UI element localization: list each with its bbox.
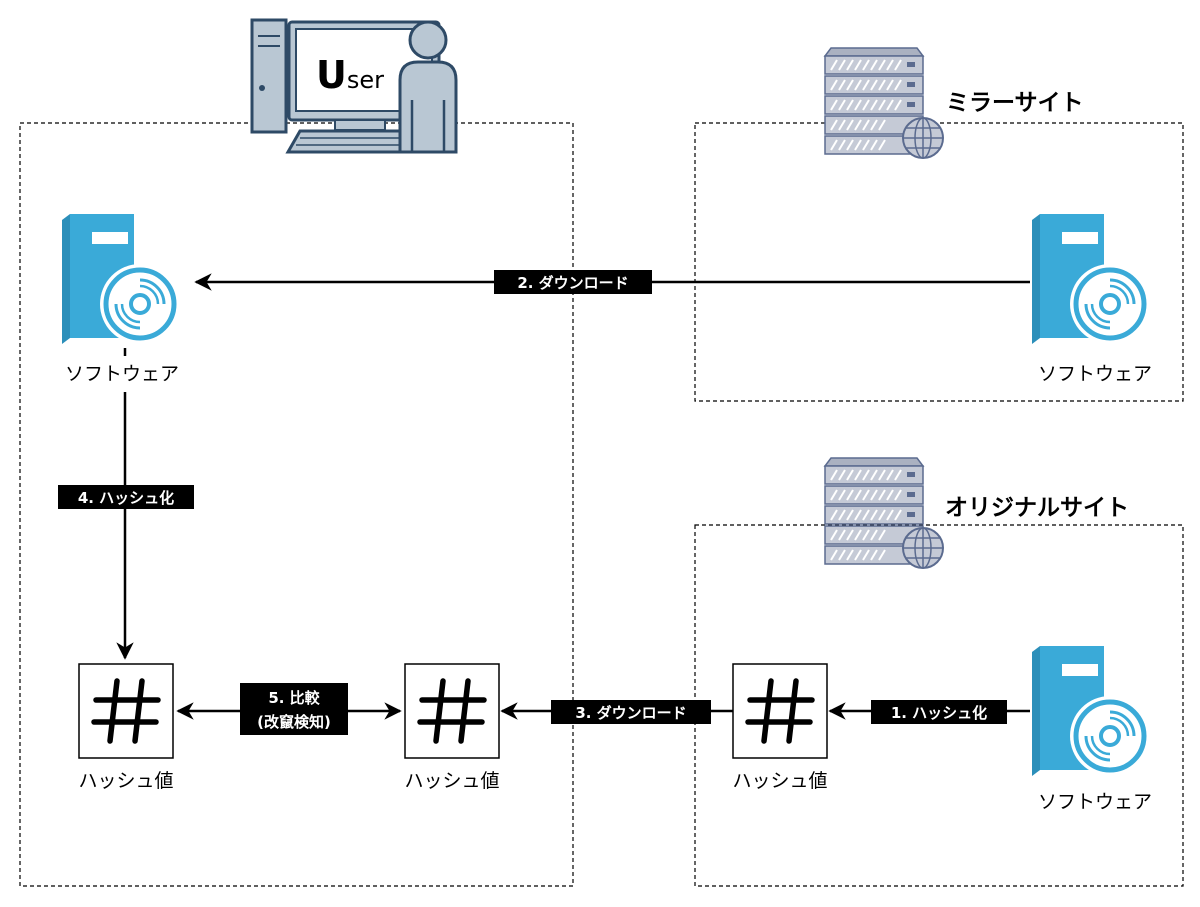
edge-label-step4: 4. ハッシュ化	[78, 489, 174, 507]
user-initial: U	[316, 53, 347, 97]
user-hash-label: ハッシュ値	[78, 770, 173, 792]
original-software-label: ソフトウェア	[1038, 791, 1152, 813]
edge-label-step2: 2. ダウンロード	[517, 274, 628, 292]
downloaded-hash-label: ハッシュ値	[404, 770, 499, 792]
original-site-title: オリジナルサイト	[945, 495, 1129, 521]
user-label: User	[316, 53, 384, 97]
downloaded-hash-icon	[405, 664, 499, 758]
edge-label-step5-line2: (改竄検知)	[257, 713, 331, 731]
edge-label-bg-step5	[240, 683, 348, 735]
original-site-zone	[694, 524, 1184, 887]
user-software-icon	[62, 214, 180, 344]
original-hash-icon	[733, 664, 827, 758]
edge-label-step1: 1. ハッシュ化	[891, 704, 987, 722]
original-hash-label: ハッシュ値	[732, 770, 827, 792]
user-rest: ser	[347, 66, 384, 94]
edge-label-bg-step2	[494, 270, 652, 294]
user-zone	[19, 122, 574, 887]
user-software-label: ソフトウェア	[65, 363, 179, 385]
mirror-software-label: ソフトウェア	[1038, 363, 1152, 385]
edge-label-bg-step4	[58, 485, 194, 509]
mirror-software-icon	[1032, 214, 1150, 344]
mirror-site-title: ミラーサイト	[946, 90, 1084, 116]
edge-label-step3: 3. ダウンロード	[575, 704, 686, 722]
mirror-site-zone	[694, 122, 1184, 402]
original-server-icon	[824, 457, 944, 569]
edge-label-bg-step3	[551, 700, 711, 724]
user-computer-icon: User	[250, 18, 458, 154]
mirror-server-icon	[824, 47, 944, 159]
original-software-icon	[1032, 646, 1150, 776]
edge-label-bg-step1	[871, 700, 1007, 724]
user-hash-icon	[79, 664, 173, 758]
edge-label-step5-line1: 5. 比較	[268, 689, 320, 707]
